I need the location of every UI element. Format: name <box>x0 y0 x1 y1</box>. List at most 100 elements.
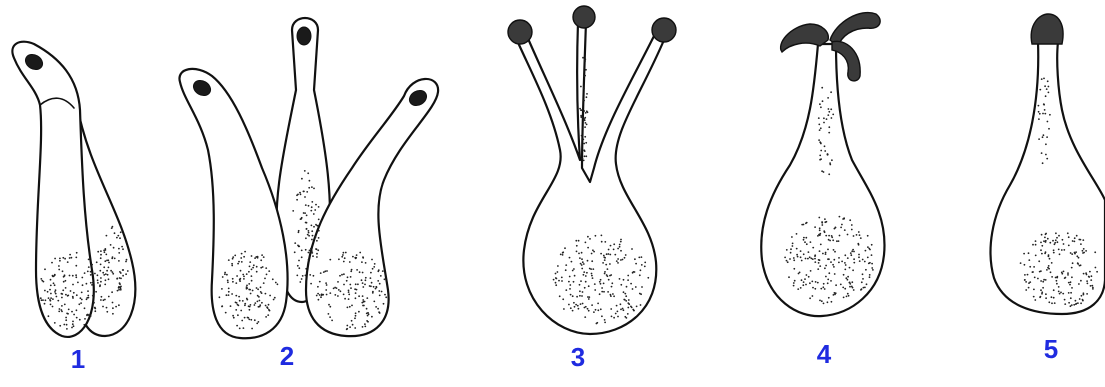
stipple-dot <box>1047 238 1049 240</box>
stipple-dot <box>1056 277 1058 279</box>
stipple-dot <box>576 245 578 247</box>
stipple-dot <box>119 237 121 239</box>
stipple-dot <box>250 304 252 306</box>
stipple-dot <box>612 293 614 295</box>
stipple-dot <box>227 280 229 282</box>
stipple-dot <box>61 305 63 307</box>
stipple-dot <box>619 246 621 248</box>
stipple-dot <box>1044 113 1046 115</box>
stipple-dot <box>238 296 240 298</box>
stipple-dot <box>354 327 356 329</box>
stipple-dot <box>603 291 605 293</box>
stipple-dot <box>822 253 824 255</box>
stipple-dot <box>553 279 555 281</box>
stipple-dot <box>585 155 587 157</box>
stipple-dot <box>1067 274 1069 276</box>
stipple-dot <box>377 308 379 310</box>
stipple-dot <box>274 297 276 299</box>
stipple-dot <box>604 273 606 275</box>
stipple-dot <box>1043 134 1045 136</box>
stipple-dot <box>869 274 871 276</box>
stipple-dot <box>821 300 823 302</box>
stipple-dot <box>59 308 61 310</box>
stipple-dot <box>1039 271 1041 273</box>
stipple-dot <box>49 289 51 291</box>
stipple-dot <box>277 283 279 285</box>
stipple-dot <box>356 269 358 271</box>
stipple-dot <box>346 325 348 327</box>
stipple-dot <box>1062 239 1064 241</box>
stipple-dot <box>818 117 820 119</box>
stipple-dot <box>343 261 345 263</box>
stipple-dot <box>232 281 234 283</box>
stipple-dot <box>1088 276 1090 278</box>
stipple-dot <box>555 273 557 275</box>
stipple-dot <box>318 237 320 239</box>
stipple-dot <box>306 215 308 217</box>
stipple-dot <box>1070 297 1072 299</box>
stipple-dot <box>819 227 821 229</box>
stipple-dot <box>72 321 74 323</box>
stipple-dot <box>331 320 333 322</box>
stipple-dot <box>1081 295 1083 297</box>
stipple-dot <box>246 285 248 287</box>
stipple-dot <box>647 277 649 279</box>
stipple-dot <box>1024 279 1026 281</box>
stipple-dot <box>379 295 381 297</box>
stipple-dot <box>268 304 270 306</box>
stipple-dot <box>843 217 845 219</box>
stipple-dot <box>267 307 269 309</box>
stipple-dot <box>350 276 352 278</box>
stipple-dot <box>71 311 73 313</box>
stipple-dot <box>104 284 106 286</box>
stipple-dot <box>830 91 832 93</box>
stipple-dot <box>341 256 343 258</box>
stipple-dot <box>379 312 381 314</box>
stipple-dot <box>72 275 74 277</box>
stipple-dot <box>112 273 114 275</box>
stipple-dot <box>325 282 327 284</box>
stipple-dot <box>65 317 67 319</box>
stipple-dot <box>825 265 827 267</box>
stipple-dot <box>308 230 310 232</box>
stipple-dot <box>859 260 861 262</box>
stipple-dot <box>582 303 584 305</box>
stipple-dot <box>824 288 826 290</box>
pistil-2-label: 2 <box>267 343 307 369</box>
stipple-dot <box>350 270 352 272</box>
stipple-dot <box>44 268 46 270</box>
stipple-dot <box>345 252 347 254</box>
stipple-dot <box>584 316 586 318</box>
stipple-dot <box>1065 277 1067 279</box>
stipple-dot <box>861 281 863 283</box>
stipple-dot <box>561 277 563 279</box>
stipple-dot <box>311 225 313 227</box>
stipple-dot <box>54 274 56 276</box>
stipple-dot <box>617 258 619 260</box>
stipple-dot <box>343 284 345 286</box>
stipple-dot <box>304 196 306 198</box>
stipple-dot <box>809 282 811 284</box>
stipple-dot <box>110 270 112 272</box>
stipple-dot <box>1058 286 1060 288</box>
stipple-dot <box>116 278 118 280</box>
stipple-dot <box>235 309 237 311</box>
stipple-dot <box>1055 239 1057 241</box>
stipple-dot <box>575 304 577 306</box>
stipple-dot <box>824 267 826 269</box>
stipple-dot <box>836 240 838 242</box>
stipple-dot <box>1086 274 1088 276</box>
stipple-dot <box>628 303 630 305</box>
stipple-dot <box>1063 271 1065 273</box>
stipple-dot <box>1075 300 1077 302</box>
stipple-dot <box>591 304 593 306</box>
stipple-dot <box>865 269 867 271</box>
stipple-dot <box>559 295 561 297</box>
stipple-dot <box>583 271 585 273</box>
stipple-dot <box>1039 89 1041 91</box>
stipple-dot <box>246 298 248 300</box>
stipple-dot <box>100 254 102 256</box>
stipple-dot <box>248 305 250 307</box>
stipple-dot <box>72 323 74 325</box>
stipple-dot <box>117 235 119 237</box>
